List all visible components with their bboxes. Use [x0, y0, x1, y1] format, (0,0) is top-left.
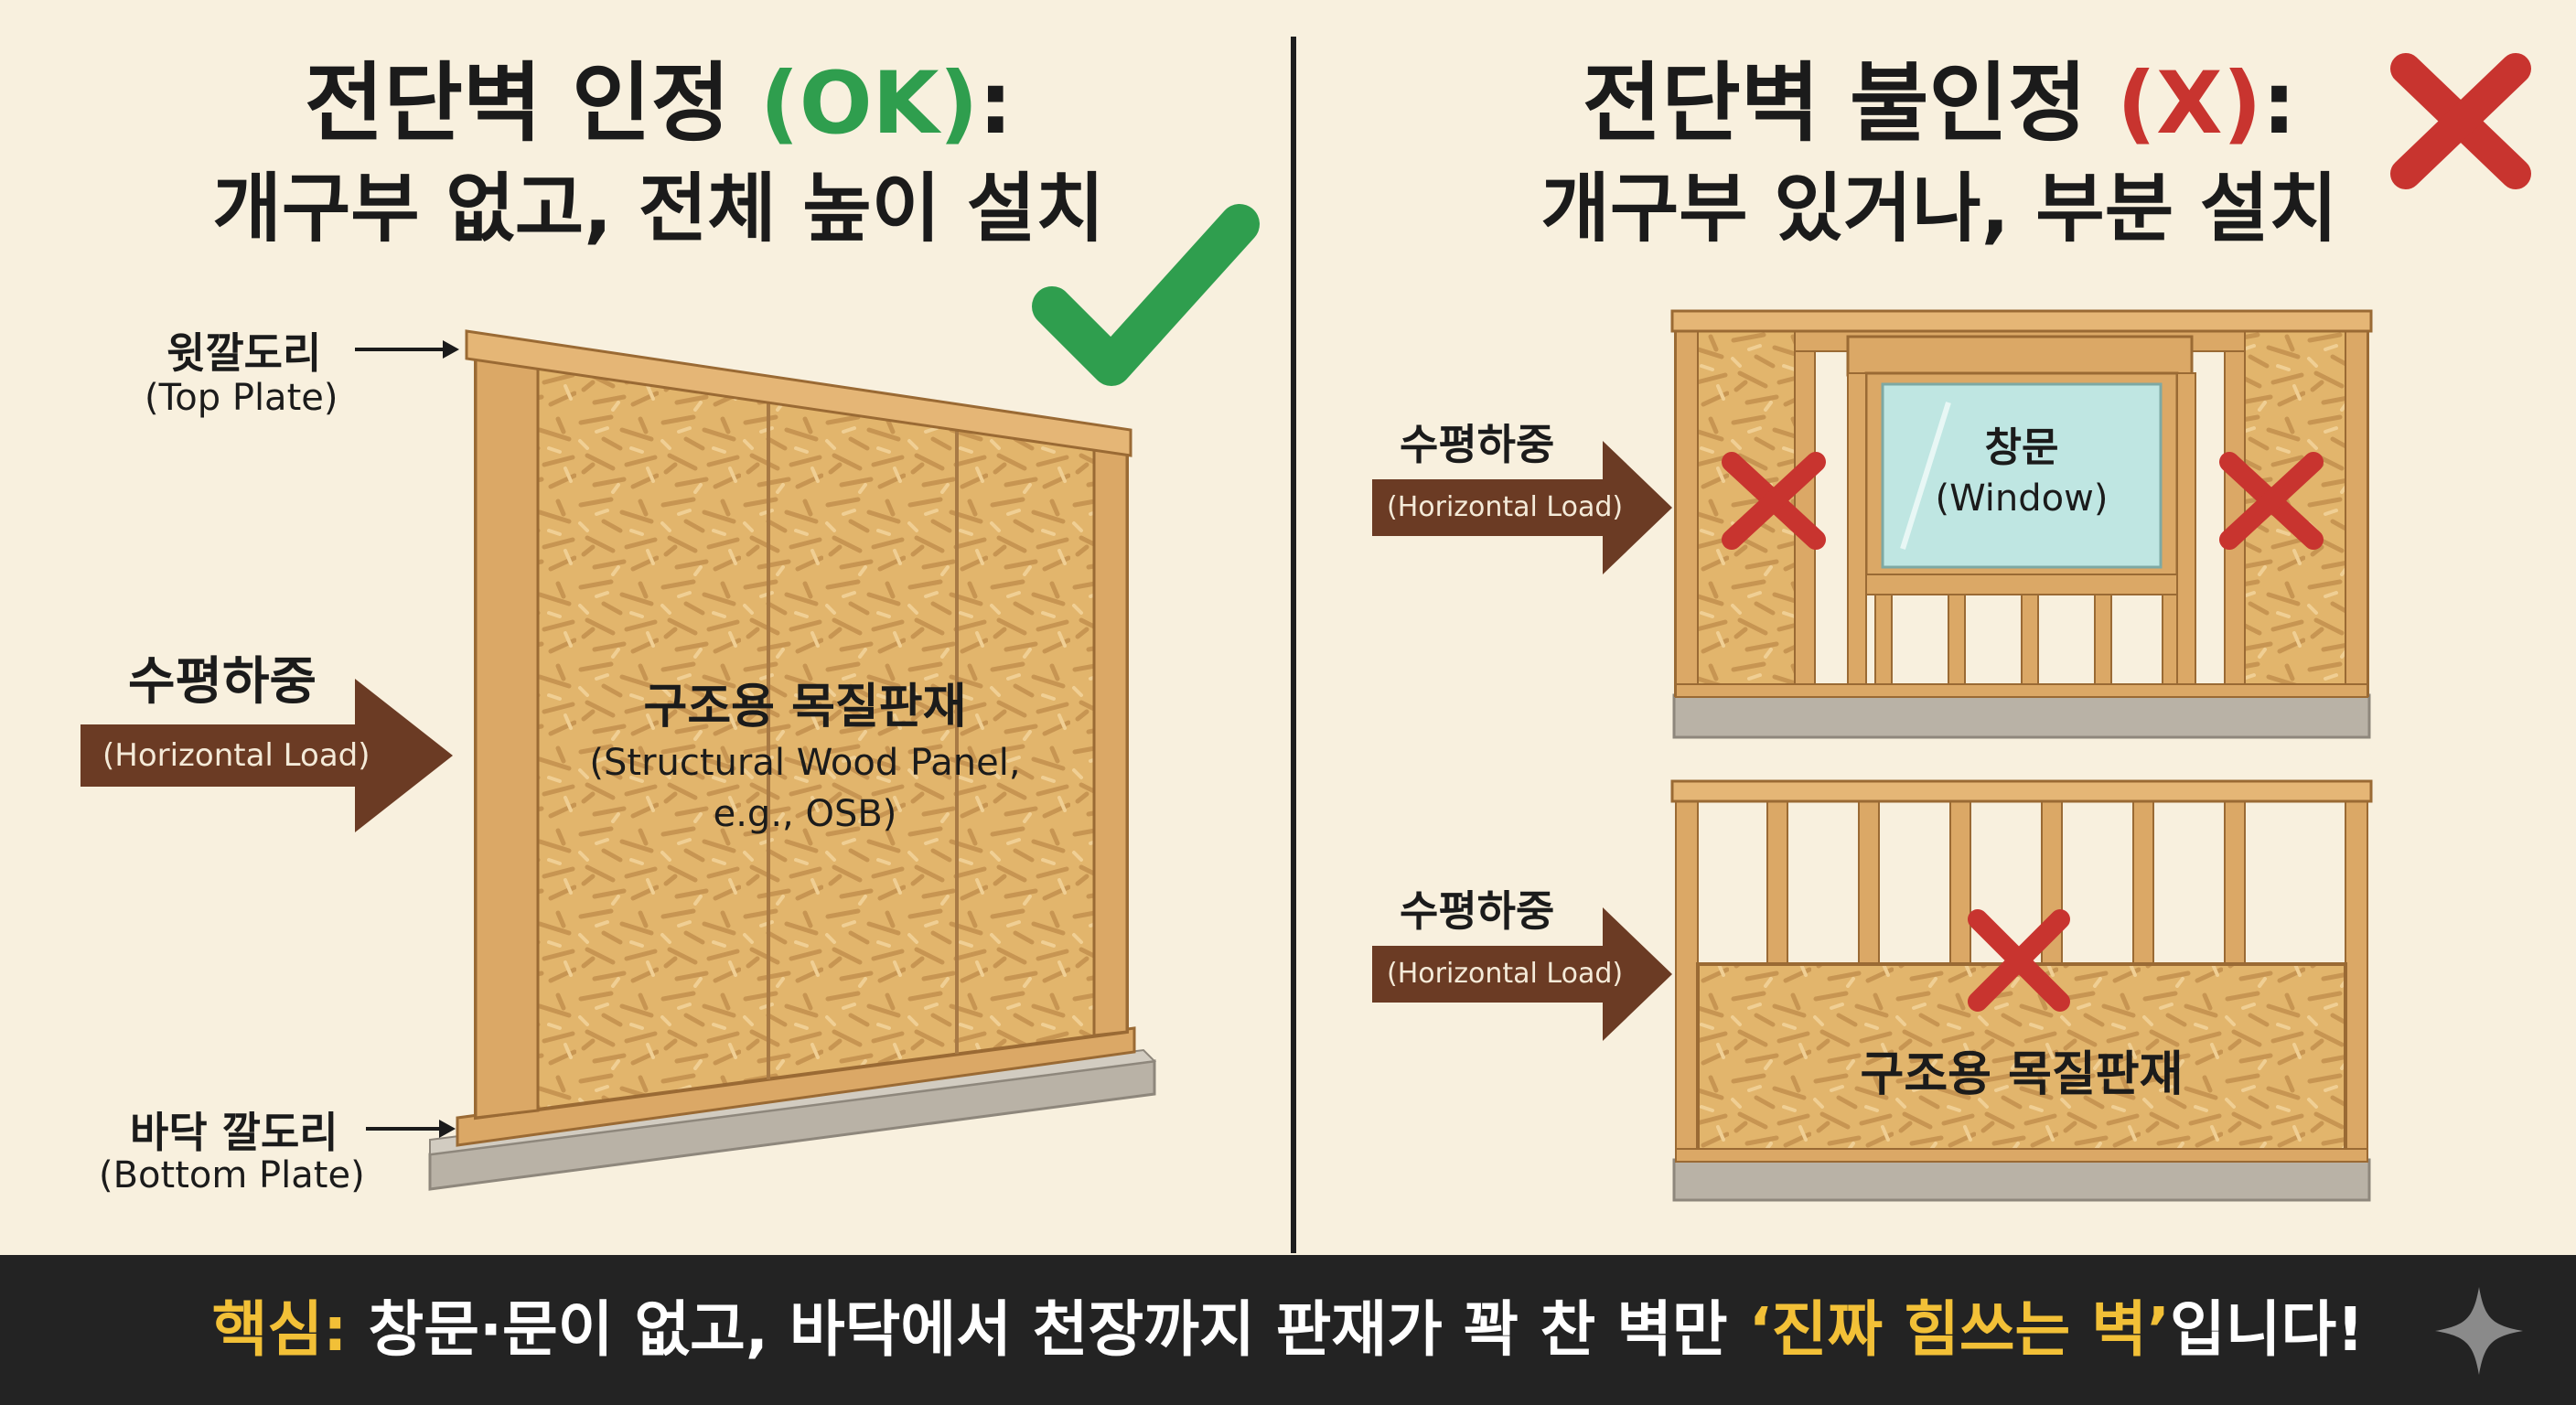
x-mark-icon	[1968, 909, 2070, 1012]
left-heading: 전단벽 인정 (OK): 개구부 없고, 전체 높이 설치	[101, 50, 1217, 261]
x-mark-icon	[2390, 53, 2531, 189]
ok-badge-text: (OK)	[759, 54, 979, 154]
top-plate-label-ko: 윗깔도리	[166, 328, 322, 378]
bottom-plate-label-en: (Bottom Plate)	[99, 1154, 365, 1196]
top-plate-label-en: (Top Plate)	[145, 377, 338, 419]
x-badge-text: (X)	[2117, 54, 2262, 154]
highlight-phrase: ‘진짜 힘쓰는 벽’	[1748, 1294, 2171, 1365]
top-plate	[465, 329, 1132, 457]
right-subtitle: 개구부 있거나, 부분 설치	[1540, 166, 2338, 252]
top-plate-pointer	[355, 340, 459, 359]
footer-bar	[0, 1255, 2576, 1405]
right-top-load-arrow-text: (Horizontal Load)	[1387, 491, 1624, 523]
center-divider	[1291, 37, 1296, 1253]
footer-message: 핵심: 창문·문이 없고, 바닥에서 천장까지 판재가 꽉 찬 벽만 ‘진짜 힘…	[211, 1294, 2365, 1365]
left-title: 전단벽 인정 (OK):	[304, 54, 1014, 154]
wall-partial-panel	[1670, 779, 2373, 1202]
left-load-label: 수평하중	[128, 652, 317, 712]
bottom-plate-pointer	[366, 1120, 456, 1138]
left-subtitle: 개구부 없고, 전체 높이 설치	[212, 166, 1105, 252]
full-shear-wall	[428, 329, 1157, 1191]
sparkle-icon	[2435, 1287, 2523, 1375]
right-top-load-label: 수평하중	[1400, 420, 1555, 469]
horizontal-load-arrow-left	[80, 679, 453, 832]
right-title: 전단벽 불인정 (X):	[1582, 54, 2297, 154]
x-mark-icon	[1722, 452, 1826, 550]
right-bottom-load-label: 수평하중	[1400, 886, 1555, 936]
window-glass	[1881, 382, 2163, 569]
right-bottom-load-arrow-text: (Horizontal Load)	[1387, 958, 1624, 990]
wall-with-window	[1670, 309, 2373, 739]
left-load-arrow-text: (Horizontal Load)	[102, 737, 370, 774]
horizontal-load-arrow-bottom	[1372, 907, 1672, 1041]
check-icon	[1032, 204, 1260, 386]
window-label: 창문 (Window)	[1935, 424, 2109, 520]
partial-panel-label: 구조용 목질판재	[1860, 1047, 2184, 1102]
bottom-plate-label-ko: 바닥 깔도리	[130, 1108, 338, 1157]
horizontal-load-arrow-top	[1372, 441, 1672, 574]
right-heading: 전단벽 불인정 (X): 개구부 있거나, 부분 설치	[1427, 50, 2452, 261]
panel-label: 구조용 목질판재 (Structural Wood Panel, e.g., O…	[589, 680, 1021, 835]
x-mark-icon	[2219, 452, 2324, 550]
diagram-graphics	[80, 53, 2531, 1202]
key-label: 핵심:	[211, 1294, 348, 1365]
